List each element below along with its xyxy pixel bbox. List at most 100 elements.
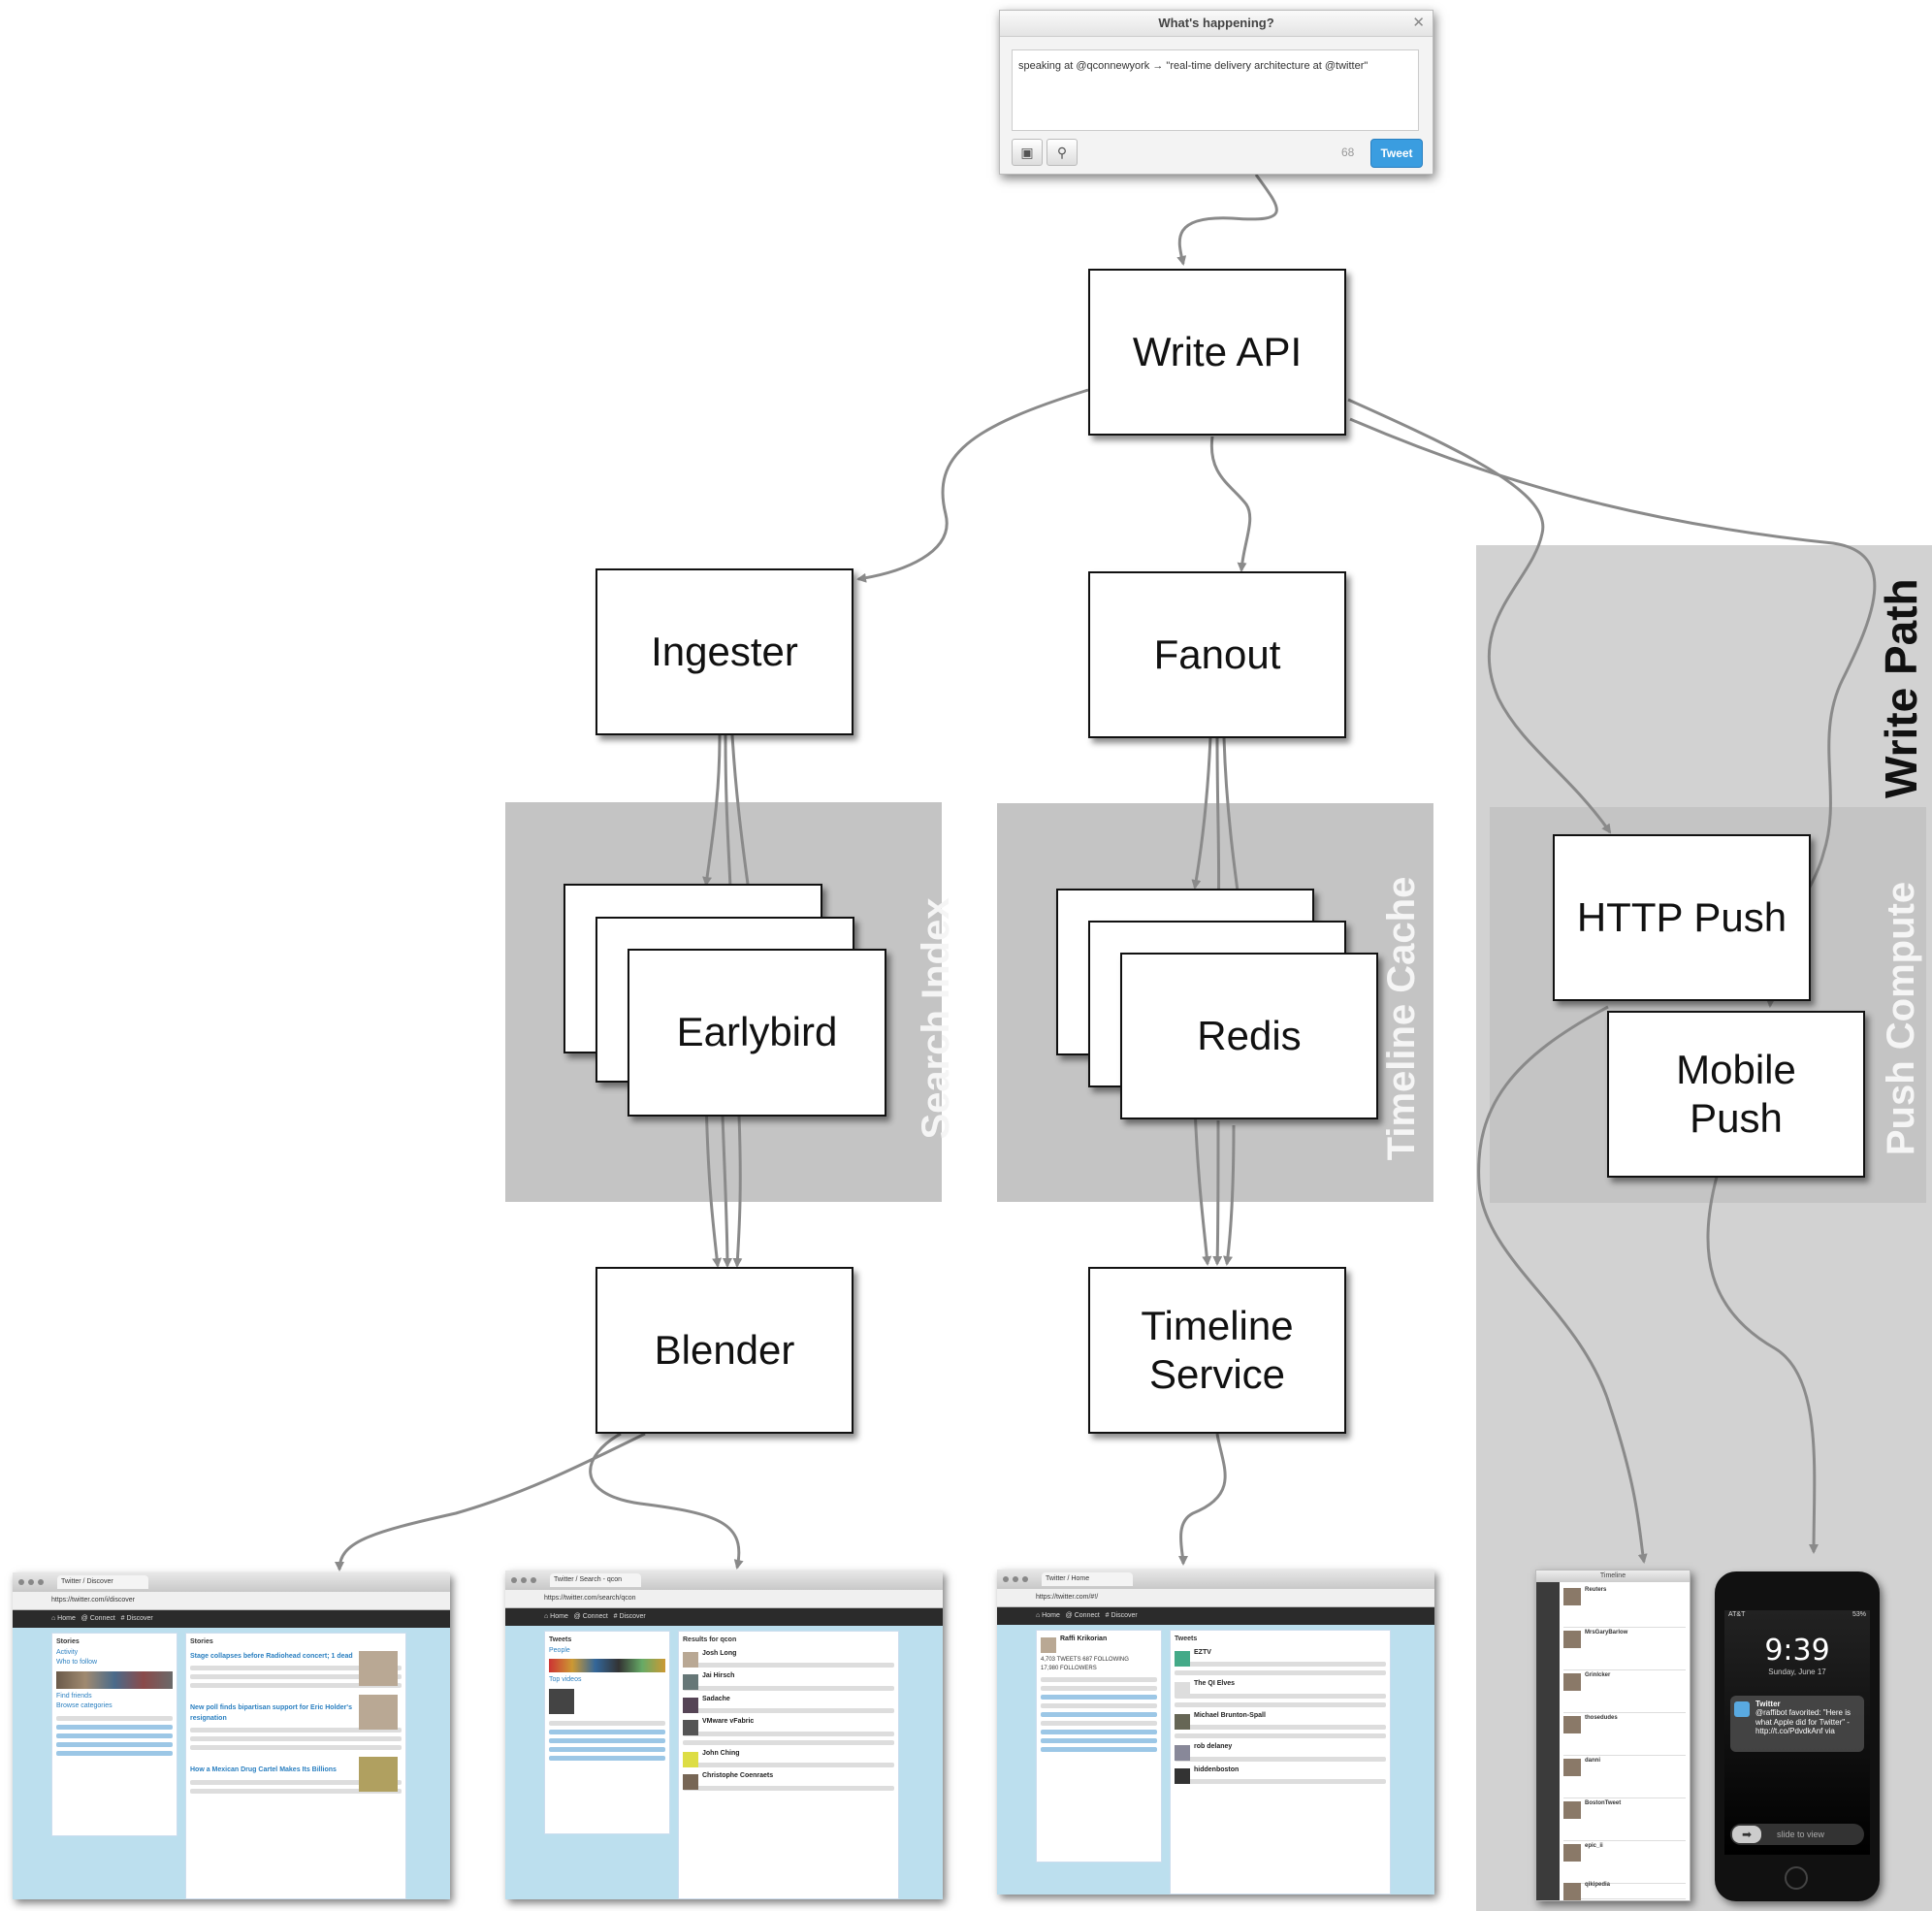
notification-title: Twitter [1755,1700,1781,1708]
list-item[interactable]: MrsGaryBarlow [1563,1627,1686,1670]
arrow-redis-timeline1 [1193,1105,1212,1266]
arrow-httppush-mac [1477,1005,1648,1564]
story-thumbnail [359,1757,398,1792]
sidebar-item[interactable]: Tweets [549,1636,572,1643]
tweet-author[interactable]: VMware vFabric [702,1718,755,1725]
list-item[interactable]: BostonTweet [1563,1798,1686,1841]
mobile-push-node: Mobile Push [1607,1011,1865,1178]
tweet-author[interactable]: Sadache [702,1695,730,1702]
arrow-writeapi-fanout [1209,436,1252,572]
arrow-right-icon[interactable]: ➡ [1732,1826,1761,1843]
list-item[interactable]: qikipedia [1563,1879,1686,1900]
arrow-earlybird-blender3 [732,1115,743,1268]
profile-name[interactable]: Raffi Krikorian [1060,1636,1108,1642]
http-push-node: HTTP Push [1553,834,1811,1001]
tweet-author[interactable]: hiddenboston [1194,1765,1240,1773]
arrow-earlybird-blender1 [704,1095,723,1268]
battery-label: 53% [1852,1611,1866,1618]
close-icon[interactable]: ✕ [1412,15,1425,31]
location-pin-icon[interactable]: ⚲ [1046,139,1078,166]
tweet-button[interactable]: Tweet [1370,139,1423,168]
tweet-author[interactable]: Christophe Coenraets [702,1772,774,1779]
sidebar-item[interactable]: Top videos [549,1676,582,1683]
arrow-earlybird-blender2 [721,1115,732,1268]
arrow-composer-writeapi [1176,174,1278,266]
ingester-node: Ingester [596,568,853,735]
arrow-fanout-redis1 [1191,736,1212,890]
search-results-panel: Results for qcon Josh Long Jai Hirsch Sa… [678,1631,899,1899]
sidebar-item[interactable]: People [549,1646,570,1654]
browser-tab[interactable]: Twitter / Home [1042,1572,1133,1586]
avatar [1041,1637,1056,1653]
sidebar-item[interactable]: Browse categories [56,1702,113,1709]
profile-card: Raffi Krikorian 4,703 TWEETS 687 FOLLOWI… [1036,1630,1162,1862]
tweet-author[interactable]: Michael Brunton-Spall [1194,1711,1266,1719]
tweet-author[interactable]: John Ching [702,1749,740,1757]
stat: 17,980 FOLLOWERS [1041,1666,1097,1671]
home-button[interactable] [1785,1866,1808,1890]
story-title[interactable]: How a Mexican Drug Cartel Makes Its Bill… [190,1766,337,1773]
tweet-author: danni [1585,1758,1600,1764]
twitter-nav-bar: ⌂ Home @ Connect # Discover [13,1610,450,1628]
stories-heading: Stories [190,1638,213,1645]
twitter-nav-bar: ⌂ Home @ Connect # Discover [997,1607,1434,1625]
browser-tab[interactable]: Twitter / Discover [57,1575,148,1589]
push-notification[interactable]: Twitter @raffibot favorited: "Here is wh… [1730,1696,1864,1752]
arrow-redis-timeline3 [1223,1124,1236,1266]
sidebar-item[interactable]: Who to follow [56,1659,98,1666]
tweet-author: MrsGaryBarlow [1585,1630,1628,1636]
discover-screenshot: Twitter / Discover https://twitter.com/i… [13,1572,450,1899]
search-sidebar: Tweets People Top videos [544,1631,670,1834]
list-item[interactable]: danni [1563,1755,1686,1798]
camera-icon[interactable]: ▣ [1012,139,1043,166]
sidebar-item[interactable]: Find friends [56,1692,92,1700]
tweet-author[interactable]: Josh Long [702,1649,737,1657]
notification-body: @raffibot favorited: "Here is what Apple… [1755,1708,1851,1736]
list-item[interactable]: Grinlcker [1563,1669,1686,1713]
tweet-author: epic_ii [1585,1843,1603,1849]
story-title[interactable]: Stage collapses before Radiohead concert… [190,1652,353,1660]
tweets-panel: Tweets EZTV The QI Elves Michael Brunton… [1170,1630,1391,1895]
address-bar[interactable]: https://twitter.com/search/qcon [505,1590,943,1608]
results-heading: Results for qcon [683,1636,737,1643]
sidebar-item[interactable]: Activity [56,1648,79,1656]
people-avatar-row [549,1659,665,1672]
story-title[interactable]: New poll finds bipartisan support for Er… [190,1704,352,1722]
mac-window-title: Timeline [1536,1571,1690,1582]
write-api-node: Write API [1088,269,1346,436]
blender-node: Blender [596,1267,853,1434]
address-bar[interactable]: https://twitter.com/#!/ [997,1589,1434,1607]
tweet-author[interactable]: The QI Elves [1194,1680,1236,1687]
twitter-app-icon [1734,1701,1750,1717]
arrow-writeapi-httppush [1347,398,1612,834]
avatar-row [56,1670,173,1689]
tweet-author[interactable]: EZTV [1194,1648,1211,1656]
video-thumbnail [549,1688,574,1714]
mac-sidebar [1536,1582,1560,1900]
arrow-mobilepush-phone [1706,1176,1819,1554]
address-bar[interactable]: https://twitter.com/i/discover [13,1592,450,1610]
list-item[interactable]: epic_ii [1563,1840,1686,1884]
composer-title: What's happening? [1000,11,1433,37]
tweet-author[interactable]: rob delaney [1194,1743,1233,1750]
stat: 687 FOLLOWING [1082,1657,1129,1663]
tweet-author: Reuters [1585,1587,1607,1593]
tweet-author[interactable]: Jai Hirsch [702,1672,735,1679]
earlybird-node: Earlybird [628,949,886,1117]
slider-label: slide to view [1777,1830,1825,1839]
list-item[interactable]: Reuters [1563,1584,1686,1628]
twitter-nav-bar: ⌂ Home @ Connect # Discover [505,1608,943,1626]
browser-tab[interactable]: Twitter / Search - qcon [550,1573,641,1587]
arrow-writeapi-ingester [856,388,1089,583]
lockscreen-date: Sunday, June 17 [1768,1668,1826,1676]
unlock-slider[interactable]: ➡ slide to view [1730,1824,1864,1845]
list-item[interactable]: thosedudes [1563,1712,1686,1756]
tweet-text-field[interactable]: speaking at @qconnewyork → "real-time de… [1012,49,1419,131]
sidebar-item[interactable]: Stories [56,1638,80,1645]
arrow-redis-timeline2 [1212,1119,1223,1266]
timeline-service-node: Timeline Service [1088,1267,1346,1434]
tweet-author: thosedudes [1585,1715,1618,1721]
char-count: 68 [1341,146,1355,159]
arrow-ingester-earlybird1 [702,734,722,887]
